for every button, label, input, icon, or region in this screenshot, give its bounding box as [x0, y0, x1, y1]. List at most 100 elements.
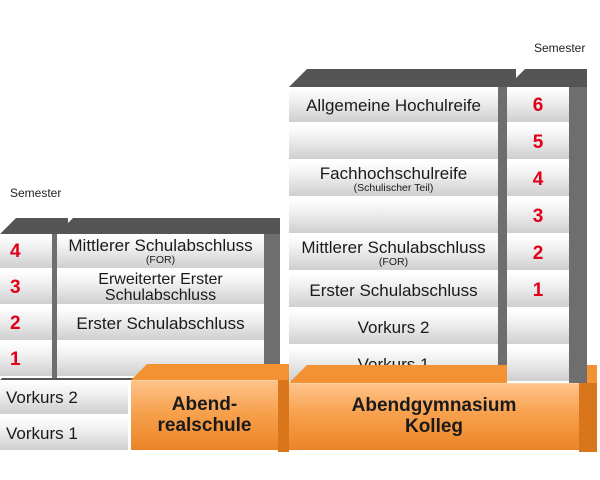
block-label-line: Erster Schulabschluss [309, 280, 478, 300]
block-label-line: 1 [532, 279, 544, 301]
block-front-face: Vorkurs 2 [0, 380, 128, 416]
block-side-face [569, 87, 587, 124]
right-semester-2: 2 [507, 217, 587, 272]
block-sublabel: (FOR) [145, 254, 176, 267]
abendrealschule-block: Abend-realschule [131, 364, 294, 452]
block-label-line: 6 [532, 94, 544, 116]
allgemeine-hochulreife-block: Allgemeine Hochulreife [289, 69, 516, 124]
block-label: 5 [507, 125, 569, 159]
block-front-face: Vorkurs 2 [289, 309, 498, 346]
left-vorkurs-1: Vorkurs 1 [0, 403, 141, 452]
block-front-face: 2 [0, 306, 52, 342]
block-label-line: Erster Schulabschluss [76, 314, 245, 333]
block-front-face: 3 [507, 198, 569, 235]
block-label-line: Fachhochschulreife [319, 163, 468, 183]
block-label-line: Vorkurs 2 [357, 317, 430, 337]
block-label: Vorkurs 2 [289, 310, 498, 344]
block-top-face [289, 69, 516, 87]
block-front-face [507, 309, 569, 346]
block-label-line: Abend- [171, 393, 238, 415]
block-label-line: 2 [532, 242, 544, 264]
block-label-line: Erweiterter Erster [98, 271, 223, 289]
block-front-face: Abend-realschule [131, 380, 278, 452]
block-label-line: Abendgymnasium [351, 395, 517, 417]
mittlerer-schulabschluss-block-right: Mittlerer Schulabschluss(FOR) [289, 217, 516, 272]
block-label: Erster Schulabschluss [57, 307, 264, 340]
right-semester-6: 6 [507, 69, 587, 124]
block-side-face [569, 272, 587, 309]
block-label: Vorkurs 1 [0, 417, 128, 450]
block-label-line: 1 [10, 349, 21, 370]
left-semester-label: Semester [10, 186, 62, 200]
block-label: Allgemeine Hochulreife [289, 88, 498, 122]
block-front-face [507, 346, 569, 383]
erster-schulabschluss-block: Erster Schulabschluss [57, 290, 280, 342]
block-side-face [579, 383, 597, 452]
right-semester-1: 1 [507, 254, 587, 309]
block-label-line: Allgemeine Hochulreife [306, 95, 481, 115]
block-label: 3 [0, 271, 52, 304]
block-front-face: Erster Schulabschluss [57, 306, 264, 342]
block-label: 1 [0, 343, 52, 376]
mittlerer-schulabschluss-block: Mittlerer Schulabschluss(FOR) [57, 218, 280, 270]
block-side-face [264, 234, 280, 270]
block-label: 2 [0, 307, 52, 340]
block-label: 4 [507, 162, 569, 196]
block-front-face: Allgemeine Hochulreife [289, 87, 498, 124]
block-label-line: 4 [10, 241, 21, 262]
block-label: Vorkurs 2 [0, 381, 128, 414]
left-semester-3: 3 [0, 254, 68, 306]
block-label: 3 [507, 199, 569, 233]
empty-block [507, 291, 587, 346]
block-label-line: Schulabschluss [104, 286, 217, 304]
block-front-face: 1 [0, 342, 52, 378]
block-side-face [264, 306, 280, 342]
block-front-face: Vorkurs 1 [0, 416, 128, 452]
block-top-face [507, 69, 587, 87]
block-label-line: 4 [532, 168, 544, 190]
block-side-face [569, 346, 587, 383]
block-front-face: 6 [507, 87, 569, 124]
block-label-line: 3 [532, 205, 544, 227]
block-front-face [289, 124, 498, 161]
right-semester-3: 3 [507, 180, 587, 235]
block-side-face [569, 161, 587, 198]
block-front-face: 1 [507, 272, 569, 309]
block-label: 1 [507, 273, 569, 307]
block-front-face: 3 [0, 270, 52, 306]
erster-schulabschluss-block-right: Erster Schulabschluss [289, 254, 516, 309]
block-front-face: Mittlerer Schulabschluss(FOR) [57, 234, 264, 270]
block-label-line: Mittlerer Schulabschluss [68, 236, 253, 256]
block-label: Erster Schulabschluss [289, 273, 498, 307]
block-top-face [131, 364, 294, 380]
block-label [507, 347, 569, 381]
block-side-face [569, 198, 587, 235]
block-label: 4 [0, 235, 52, 268]
block-label-line: Vorkurs 1 [6, 424, 78, 443]
block-front-face: 2 [507, 235, 569, 272]
block-side-face [569, 235, 587, 272]
block-label-line: Vorkurs 2 [6, 388, 78, 407]
block-label-line: 5 [532, 131, 544, 153]
block-label-line: 3 [10, 277, 21, 298]
block-side-face [569, 309, 587, 346]
block-front-face [289, 198, 498, 235]
block-label-line: Mittlerer Schulabschluss [301, 237, 486, 257]
block-side-face [569, 124, 587, 161]
block-sublabel: (Schulischer Teil) [353, 181, 434, 194]
empty-block [507, 328, 587, 383]
block-label: 2 [507, 236, 569, 270]
block-side-face [264, 270, 280, 306]
block-label-line: realschule [157, 414, 252, 436]
block-sublabel: (FOR) [378, 255, 409, 268]
block-front-face: 4 [0, 234, 52, 270]
right-semester-label: Semester [534, 41, 586, 55]
block-front-face: Fachhochschulreife(Schulischer Teil) [289, 161, 498, 198]
block-top-face [0, 218, 68, 234]
block-front-face: Mittlerer Schulabschluss(FOR) [289, 235, 498, 272]
